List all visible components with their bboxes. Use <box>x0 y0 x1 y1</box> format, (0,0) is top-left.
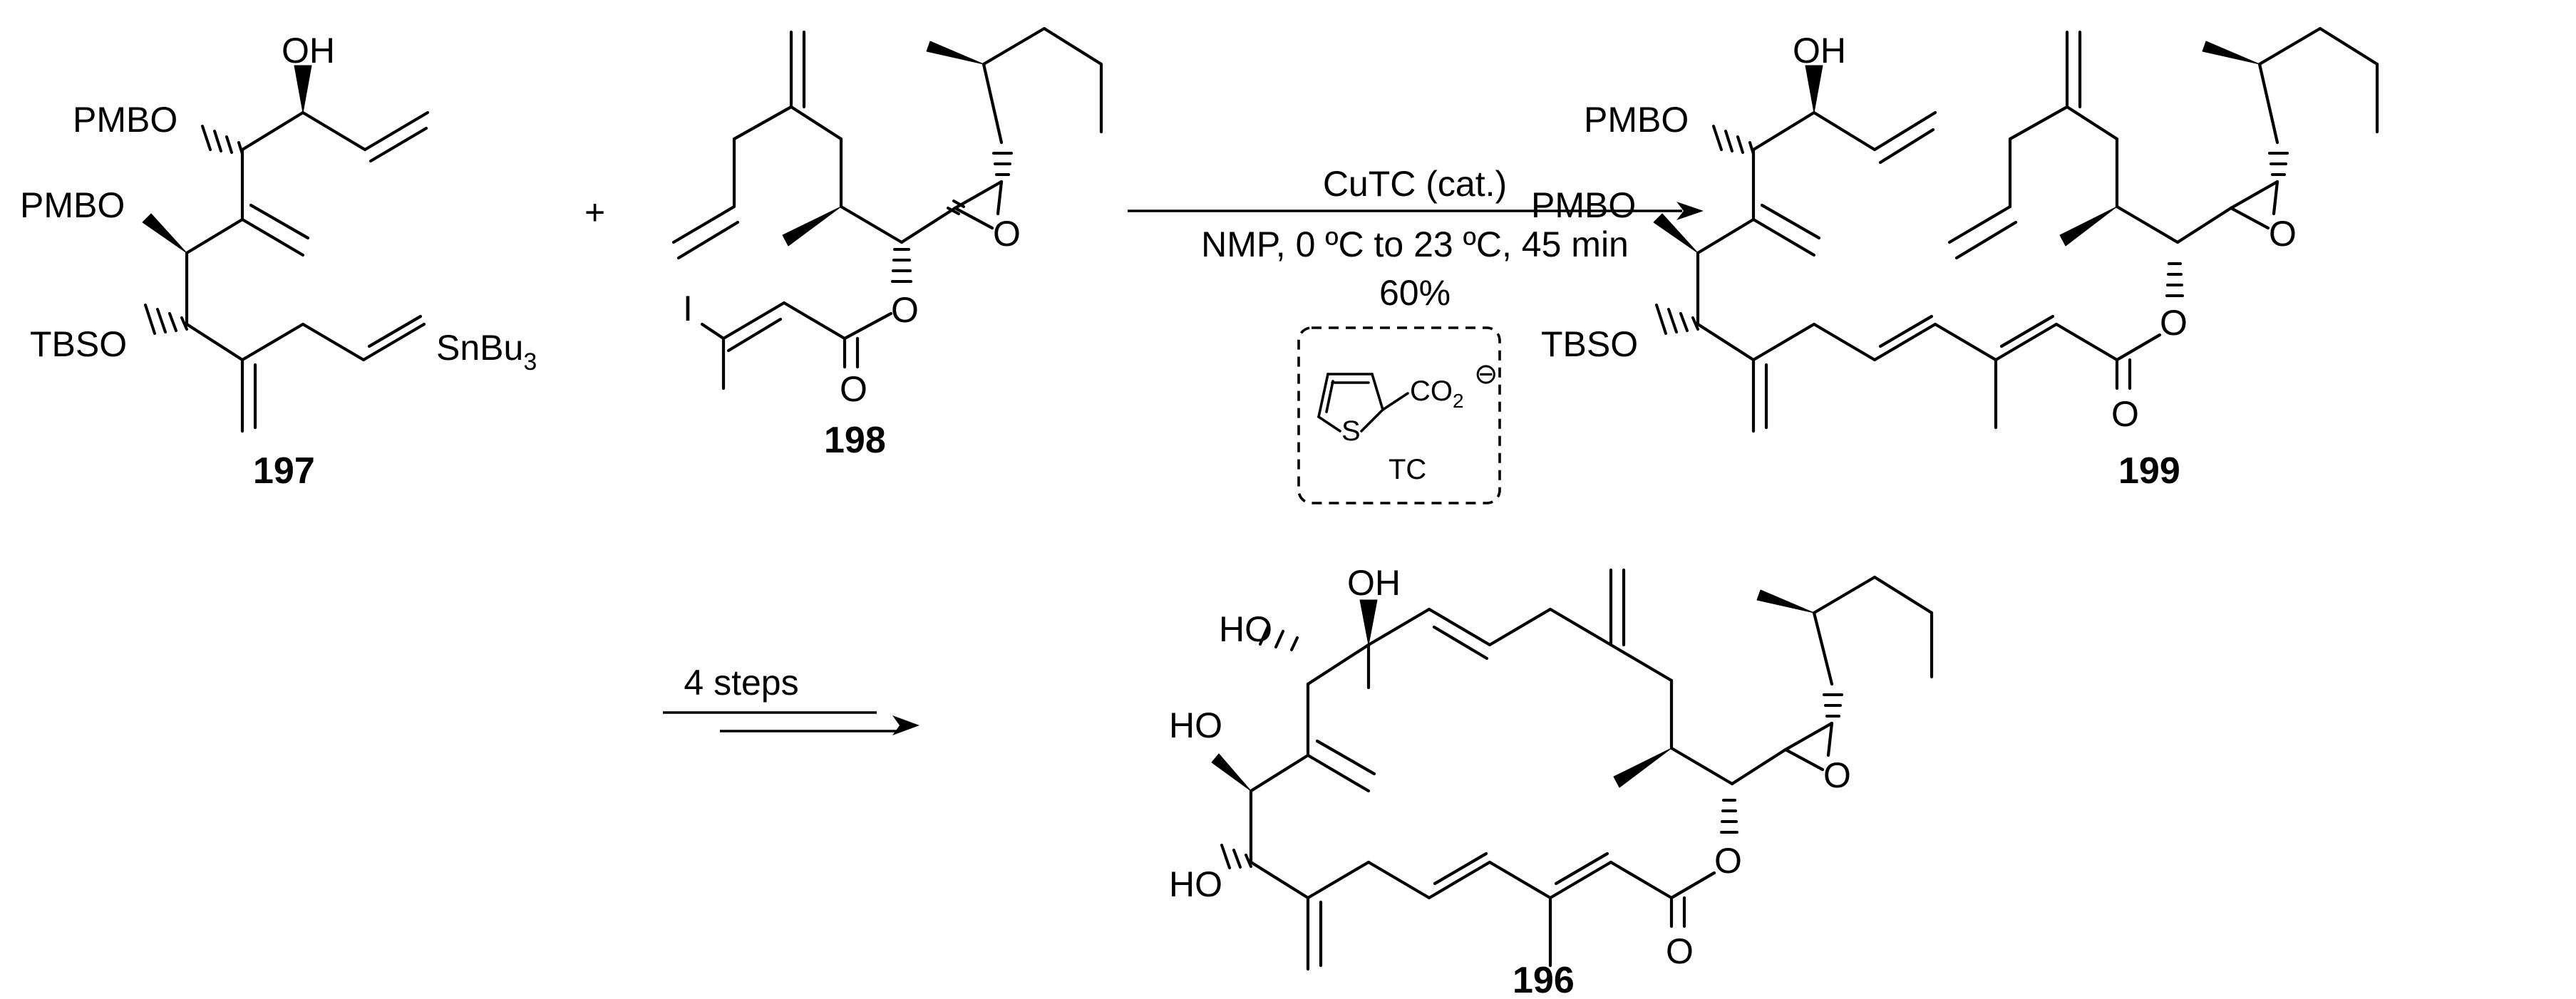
compound-label-197: 197 <box>253 450 315 492</box>
thiophene-sulfur: S <box>1341 415 1361 447</box>
ho-label-196-1: HO <box>1219 609 1272 649</box>
four-steps-label: 4 steps <box>684 663 798 703</box>
reagent-label: CuTC (cat.) <box>1323 164 1507 204</box>
tc-inset: S CO2 ⊖ TC <box>1297 326 1501 504</box>
reaction-arrow-1 <box>1128 202 1704 220</box>
plus-sign: + <box>584 192 605 232</box>
compound-197-structure: OH PMBO PMBO TBSO <box>20 31 537 433</box>
carbonyl-oxygen-199: O <box>2111 394 2139 434</box>
tbso-label-197: TBSO <box>30 324 127 364</box>
yield-label: 60% <box>1379 273 1451 313</box>
reaction-arrow-2 <box>663 711 919 735</box>
iodine-label: I <box>683 289 693 328</box>
compound-label-199: 199 <box>2118 450 2180 492</box>
ester-oxygen-196: O <box>1714 841 1742 881</box>
hash-bond-pmbo1 <box>201 125 244 155</box>
carboxylate-charge: ⊖ <box>1474 358 1498 390</box>
epoxide-oxygen-198: O <box>993 214 1021 254</box>
conditions-label: NMP, 0 ºC to 23 ºC, 45 min <box>1201 224 1629 264</box>
compound-199-structure: OH PMBO PMBO TBSO <box>1531 26 2379 434</box>
snbu-label: SnBu3 <box>436 328 537 376</box>
compound-198-structure: O O I O <box>671 26 1103 409</box>
pmbo-label-199-2: PMBO <box>1531 185 1636 225</box>
compound-label-198: 198 <box>824 420 886 461</box>
hash-bond-199-tbso <box>1655 304 1699 335</box>
carbonyl-oxygen-198: O <box>840 369 867 409</box>
oh-label-196-top: OH <box>1347 563 1401 603</box>
tc-inset-label: TC <box>1389 454 1426 485</box>
pmbo-label-199-1: PMBO <box>1584 100 1689 140</box>
hash-bond-tbso-197 <box>144 304 188 335</box>
oh-label-199: OH <box>1793 31 1846 71</box>
hash-bond-199-pmbo1 <box>1712 125 1755 155</box>
hash-bond-196-ester <box>1720 799 1738 834</box>
hash-bond-ester-198 <box>891 248 912 283</box>
hash-bond-196-ho3 <box>1220 844 1252 869</box>
hash-bond-196-ho1 <box>1259 623 1299 651</box>
oh-label-197: OH <box>282 31 335 71</box>
carbonyl-oxygen-196: O <box>1666 931 1694 971</box>
tc-inset-box <box>1297 326 1501 504</box>
ho-label-196-2: HO <box>1169 705 1222 745</box>
hash-bond-196-epoxide <box>1823 693 1843 718</box>
hash-bond-epoxide-198b <box>992 152 1013 176</box>
tbso-label-199: TBSO <box>1541 324 1638 364</box>
epoxide-oxygen-199: O <box>2269 214 2297 254</box>
compound-label-196: 196 <box>1513 960 1575 999</box>
ester-oxygen-198: O <box>891 290 919 330</box>
ester-oxygen-199: O <box>2160 303 2188 343</box>
hash-bond-199-ester <box>2165 262 2184 297</box>
ho-label-196-3: HO <box>1169 864 1222 904</box>
pmbo-label-1: PMBO <box>73 100 177 140</box>
epoxide-oxygen-196: O <box>1823 755 1851 795</box>
tc-carboxylate-label: CO2 <box>1410 376 1464 412</box>
pmbo-label-2: PMBO <box>20 185 125 225</box>
hash-bond-199-epoxide <box>2268 152 2289 176</box>
compound-196-structure: OH HO HO HO O <box>1169 563 1934 971</box>
